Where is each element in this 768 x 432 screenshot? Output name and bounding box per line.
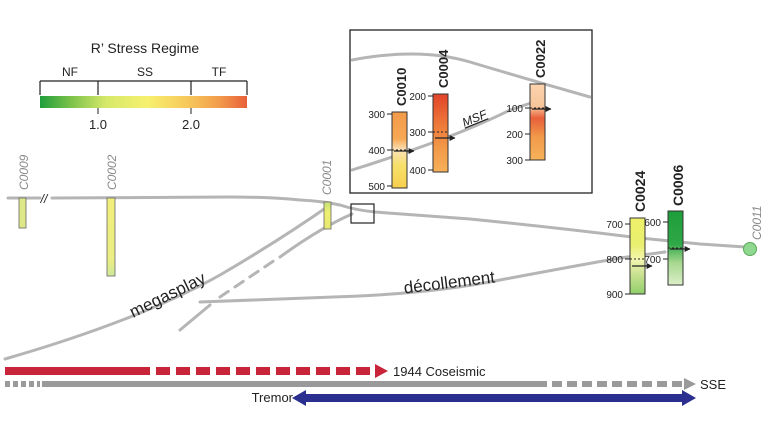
depth-label: 700 [606,220,623,231]
tremor-arrowhead-east [682,390,696,406]
coseismic-label: 1944 Coseismic [393,364,486,379]
stress-column-c0009 [18,197,27,229]
stress-column-c0024 [629,217,646,295]
depth-label: 200 [506,130,523,141]
section-break-mark: // [40,192,49,206]
depth-label: 600 [644,218,661,229]
site-c0011: C0011 [743,206,764,256]
regime-label-tf: TF [212,65,227,79]
depth-label: 300 [506,156,523,167]
regime-color-bar [40,96,247,108]
site-c0006: C0006 600 700 [644,165,691,286]
site-label-c0006: C0006 [670,165,686,206]
coseismic-extent: 1944 Coseismic [5,364,486,379]
thrust-fault-lower [178,303,212,332]
stress-column-c0002 [106,197,116,277]
depth-label: 100 [506,104,523,115]
sse-extent: SSE [5,377,726,392]
depth-label: 500 [368,182,385,193]
sse-bar-solid [42,381,547,387]
legend-tick-2: 2.0 [182,117,200,132]
legend-tick-1: 1.0 [89,117,107,132]
sse-label: SSE [700,377,726,392]
decollement-label: décollement [403,267,497,297]
depth-label: 800 [606,255,623,266]
sse-arrowhead [684,378,696,390]
site-label-c0002: C0002 [105,154,119,190]
depth-label: 700 [644,255,661,266]
site-marker-c0011 [743,242,757,256]
inset-seafloor-line [350,52,592,99]
depth-label: 900 [606,290,623,301]
site-c0001: C0001 [320,160,334,230]
depth-label: 300 [368,110,385,121]
inset-frame [349,29,593,194]
inset-panel: MSF C0010 300 400 500 C0004 200 300 400 … [349,29,593,194]
stress-column-c0004 [432,93,449,173]
thrust-fault-upper [278,212,354,259]
stress-regime-legend: R’ Stress Regime NF SS TF 1.0 2.0 [39,40,248,132]
site-label-c0022: C0022 [533,40,548,78]
site-label-c0010: C0010 [394,68,409,106]
thrust-fault-dashed [218,258,277,299]
decollement-fault [198,250,667,304]
stress-column-c0022 [529,83,546,161]
depth-label: 300 [409,128,426,139]
regime-label-nf: NF [62,65,78,79]
site-label-c0004: C0004 [436,49,451,88]
site-c0009: C0009 [17,154,31,229]
depth-label: 400 [409,166,426,177]
tremor-extent: Tremor [252,390,696,406]
tremor-bar [305,394,683,402]
site-label-c0011: C0011 [750,206,764,240]
depth-label: 400 [368,146,385,157]
stress-column-c0001 [323,201,332,230]
tremor-label: Tremor [252,390,294,405]
legend-title: R’ Stress Regime [91,40,200,56]
coseismic-bar-solid [5,367,150,375]
site-label-c0009: C0009 [17,154,31,190]
site-label-c0001: C0001 [320,160,334,195]
megasplay-fault [3,203,332,361]
megasplay-label: megasplay [126,268,209,321]
site-c0024: C0024 700 800 900 [606,171,653,301]
inset-locator-box [350,203,375,224]
tremor-arrowhead-west [292,390,306,406]
site-label-c0024: C0024 [632,171,648,212]
seafloor-line [50,195,747,249]
depth-label: 200 [409,92,426,103]
regime-label-ss: SS [137,65,153,79]
coseismic-arrowhead [375,364,388,378]
site-c0002: C0002 [105,154,119,277]
cross-section-lines [3,195,747,361]
